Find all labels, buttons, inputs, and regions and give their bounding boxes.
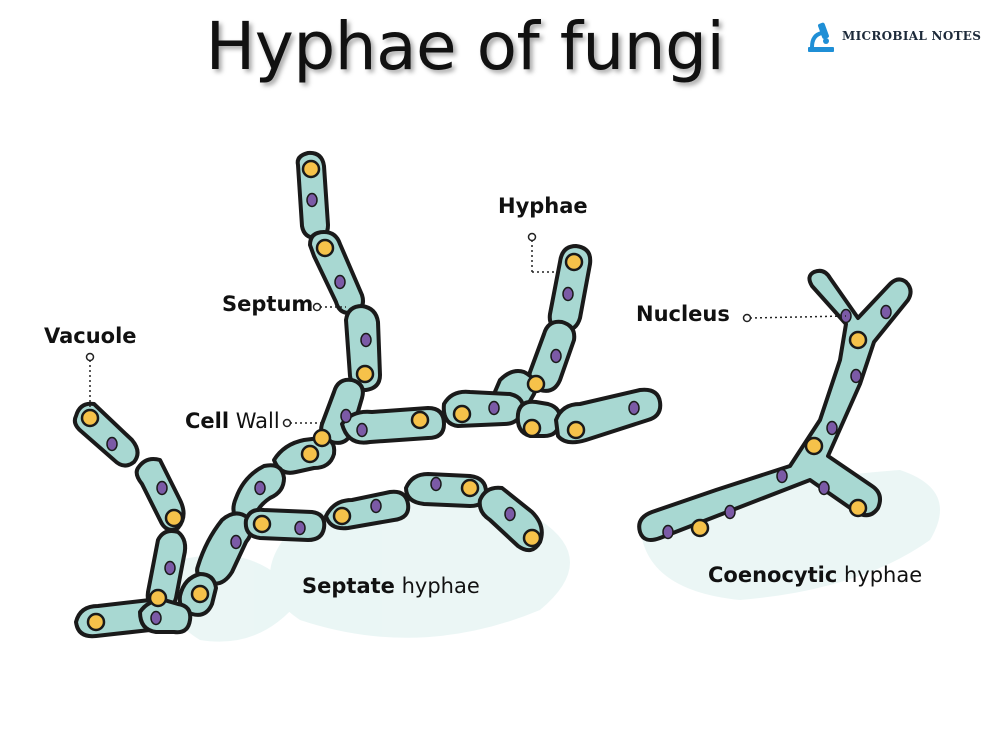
label-septum: Septum (222, 292, 314, 316)
vacuole (522, 528, 542, 548)
label-coenocytic-hyphae: Coenocytic hyphae (708, 563, 923, 587)
nucleus (306, 192, 318, 208)
background-wash (168, 470, 940, 642)
vacuole (190, 584, 210, 604)
vacuole (690, 518, 710, 538)
nucleus (254, 480, 266, 496)
nucleus (776, 468, 788, 484)
vacuole (566, 420, 586, 440)
nucleus (628, 400, 640, 416)
nucleus (662, 524, 674, 540)
vacuole (252, 514, 272, 534)
coenocytic-hypha (637, 268, 913, 542)
vacuole (452, 404, 472, 424)
nucleus (230, 534, 242, 550)
vacuole (848, 330, 868, 350)
nucleus (294, 520, 306, 536)
vacuole (410, 410, 430, 430)
vacuole (315, 238, 335, 258)
leader-dots (85, 232, 752, 428)
nucleus (880, 304, 892, 320)
nucleus (430, 476, 442, 492)
nucleus (360, 332, 372, 348)
nucleus (340, 408, 352, 424)
vacuole (300, 444, 320, 464)
vacuole (460, 478, 480, 498)
vacuole (164, 508, 184, 528)
nucleus (156, 480, 168, 496)
vacuole (848, 498, 868, 518)
nucleus (488, 400, 500, 416)
vacuole (301, 159, 321, 179)
vacuole (804, 436, 824, 456)
microscope-icon (808, 22, 834, 52)
hypha-segment (340, 406, 446, 445)
nucleus (504, 506, 516, 522)
brand-logo: MICROBIAL NOTES (806, 16, 986, 56)
brand-name: MICROBIAL NOTES (842, 29, 982, 43)
nucleus (164, 560, 176, 576)
label-vacuole: Vacuole (44, 324, 137, 348)
vacuoles (80, 159, 868, 632)
nucleus (370, 498, 382, 514)
vacuole (148, 588, 168, 608)
nucleus (150, 610, 162, 626)
nucleus (818, 480, 830, 496)
label-nucleus: Nucleus (636, 302, 730, 326)
label-cell-wall: Cell Wall (185, 409, 280, 433)
nucleus (356, 422, 368, 438)
nucleus (550, 348, 562, 364)
nuclei (106, 192, 892, 626)
nucleus (562, 286, 574, 302)
vacuole (86, 612, 106, 632)
nucleus (850, 368, 862, 384)
vacuole (332, 506, 352, 526)
vacuole (522, 418, 542, 438)
vacuole (80, 408, 100, 428)
vacuole (564, 252, 584, 272)
nucleus (826, 420, 838, 436)
vacuole (355, 364, 375, 384)
nucleus (106, 436, 118, 452)
vacuole (526, 374, 546, 394)
vacuole (312, 428, 332, 448)
leader-lines (89, 240, 847, 424)
page-title: Hyphae of fungi (205, 8, 725, 85)
nucleus (334, 274, 346, 290)
label-hyphae: Hyphae (498, 194, 588, 218)
hypha-segment (138, 598, 193, 635)
label-septate-hyphae: Septate hyphae (302, 574, 480, 598)
nucleus (724, 504, 736, 520)
